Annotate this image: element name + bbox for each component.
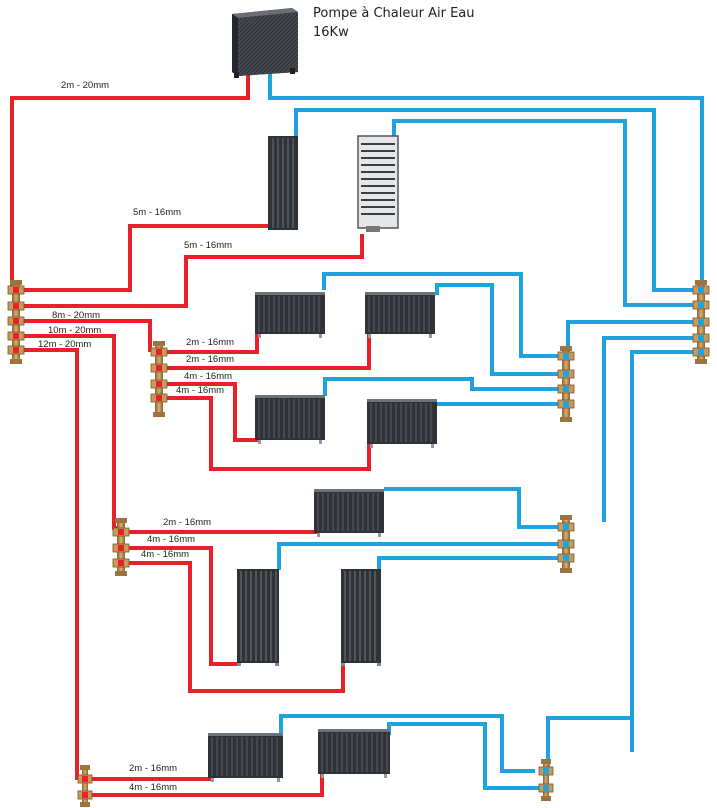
manifolds: [7, 280, 710, 807]
supply-g2-rad3: [124, 561, 345, 693]
radiator-g3-1: [208, 733, 283, 782]
label-g2-b: 4m - 16mm: [147, 534, 195, 545]
return-g2-rad2: [277, 542, 562, 570]
return-g3-rad2: [387, 722, 548, 790]
radiator-vertical: [268, 136, 298, 230]
label-g1-a: 2m - 16mm: [186, 337, 234, 348]
supply-main: [10, 74, 250, 290]
supply-g3-rad2: [90, 772, 324, 797]
return-g2-rad1: [384, 487, 562, 529]
manifold-main-return: [692, 280, 710, 364]
radiator-g3-2: [318, 729, 390, 778]
return-pipes: [268, 72, 704, 790]
label-branch-3: 12m - 20mm: [38, 339, 91, 350]
supply-vertical-radiator: [20, 224, 268, 292]
return-group1: [566, 320, 697, 354]
horizontal-radiators: [208, 292, 437, 782]
supply-g1-rad3: [163, 382, 258, 442]
return-main: [268, 72, 704, 290]
radiator-g2-2: [237, 569, 279, 666]
supply-g2-rad2: [124, 546, 238, 666]
return-towel-radiator: [392, 119, 697, 307]
label-branch-1: 8m - 20mm: [52, 310, 100, 321]
heat-pump-power: 16Kw: [313, 25, 349, 40]
radiator-g1-1: [255, 292, 325, 338]
column-radiators: [237, 569, 381, 666]
return-group2: [602, 336, 697, 522]
return-g2-rad3: [377, 556, 562, 570]
return-g3-rad1: [279, 714, 535, 773]
radiator-towel: [357, 135, 399, 232]
label-g1-c: 4m - 16mm: [184, 371, 232, 382]
supply-branch-2: [20, 334, 118, 530]
manifold-main-supply: [7, 280, 25, 364]
radiator-g1-3: [255, 395, 325, 444]
heat-pump-title: Pompe à Chaleur Air Eau: [313, 6, 474, 21]
return-g1-rad3: [323, 377, 562, 396]
supply-branch-3: [20, 348, 84, 780]
manifold-g3-return: [538, 759, 554, 801]
label-vertical-radiator: 5m - 16mm: [133, 207, 181, 218]
radiator-g1-4: [367, 399, 437, 448]
heat-pump: [232, 8, 298, 78]
manifold-g1-supply: [150, 341, 168, 417]
label-g3-a: 2m - 16mm: [129, 763, 177, 774]
label-g2-a: 2m - 16mm: [163, 517, 211, 528]
supply-g1-rad4: [163, 396, 371, 471]
radiator-g2-1: [314, 489, 384, 537]
return-g3-link: [546, 716, 632, 768]
manifold-g3-supply: [77, 765, 93, 807]
manifold-g2-return: [557, 515, 575, 573]
return-group3: [630, 350, 697, 752]
label-branch-2: 10m - 20mm: [48, 325, 101, 336]
label-g1-d: 4m - 16mm: [176, 385, 224, 396]
return-g1-rad2: [435, 283, 562, 376]
label-g1-b: 2m - 16mm: [186, 354, 234, 365]
label-main-supply: 2m - 20mm: [61, 80, 109, 91]
label-g3-b: 4m - 16mm: [129, 782, 177, 793]
return-g1-rad1: [322, 272, 562, 358]
manifold-g1-return: [557, 346, 575, 422]
label-g2-c: 4m - 16mm: [141, 549, 189, 560]
label-towel-radiator: 5m - 16mm: [184, 240, 232, 251]
supply-towel-radiator: [20, 234, 364, 308]
return-vertical-radiator: [294, 108, 697, 292]
radiator-g1-2: [365, 292, 435, 338]
manifold-g2-supply: [112, 518, 130, 576]
radiator-g2-3: [341, 569, 381, 666]
